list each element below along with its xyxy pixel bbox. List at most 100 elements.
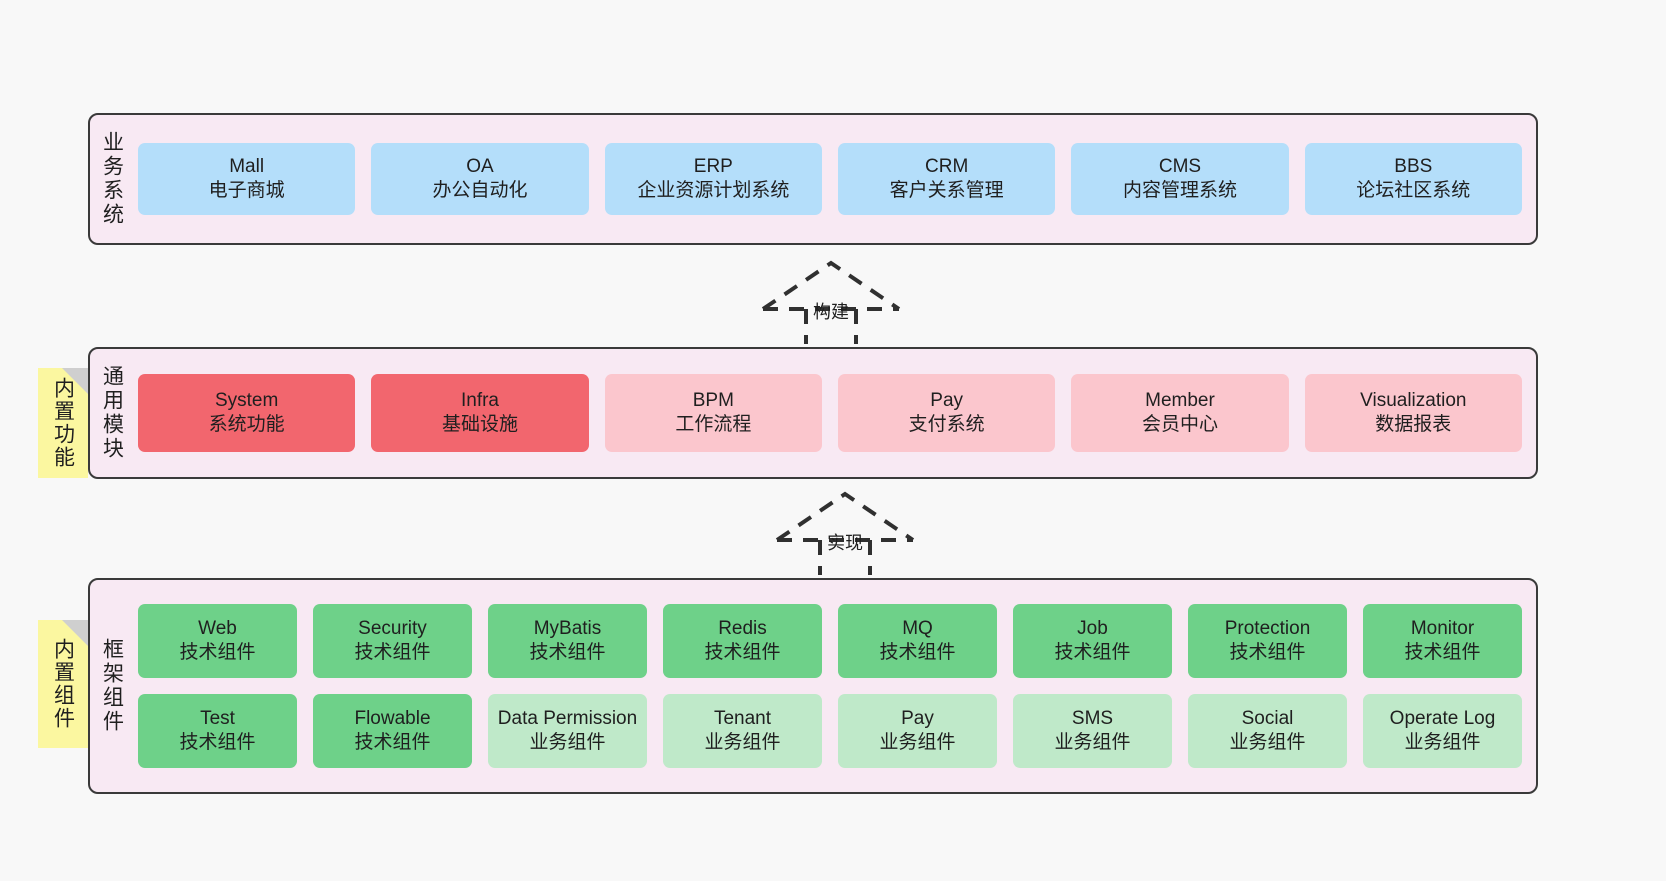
card-subtitle: 论坛社区系统: [1356, 180, 1471, 201]
card-subtitle: 业务组件: [1054, 732, 1131, 753]
card-subtitle: 技术组件: [179, 732, 256, 753]
card-subtitle: 支付系统: [908, 414, 985, 435]
card-title: BBS: [1394, 155, 1433, 177]
card-grid-business-system: Mall 电子商城 OA 办公自动化 ERP 企业资源计划系统 CRM 客户关系…: [134, 115, 1536, 243]
card-grid-common-module: System 系统功能 Infra 基础设施 BPM 工作流程 Pay 支付系统…: [134, 349, 1536, 477]
generalization-arrow-icon: [761, 260, 901, 344]
card-title: CMS: [1158, 155, 1202, 177]
sticky-note-builtin-function: 内置功能: [38, 368, 88, 478]
connector-implement: 实现: [772, 489, 918, 575]
card-title: MyBatis: [533, 617, 602, 639]
card-tenant[interactable]: Tenant 业务组件: [663, 694, 822, 768]
card-oa[interactable]: OA 办公自动化: [371, 143, 589, 215]
card-subtitle: 技术组件: [354, 642, 431, 663]
card-subtitle: 技术组件: [179, 642, 256, 663]
connector-build: 构建: [758, 258, 904, 344]
card-redis[interactable]: Redis 技术组件: [663, 604, 822, 678]
card-title: BPM: [692, 389, 734, 411]
card-subtitle: 电子商城: [208, 180, 285, 201]
card-subtitle: 技术组件: [704, 642, 781, 663]
card-subtitle: 技术组件: [879, 642, 956, 663]
card-flowable[interactable]: Flowable 技术组件: [313, 694, 472, 768]
card-erp[interactable]: ERP 企业资源计划系统: [604, 143, 822, 215]
card-title: Security: [358, 617, 427, 639]
card-title: Job: [1077, 617, 1108, 639]
layer-label-business-system: 业务系统: [100, 131, 124, 227]
card-subtitle: 业务组件: [1229, 732, 1306, 753]
card-bbs[interactable]: BBS 论坛社区系统: [1304, 143, 1522, 215]
card-title: Protection: [1224, 617, 1311, 639]
card-title: MQ: [902, 617, 933, 639]
card-mall[interactable]: Mall 电子商城: [138, 143, 356, 215]
card-title: Infra: [460, 389, 499, 411]
card-sms[interactable]: SMS 业务组件: [1013, 694, 1172, 768]
card-title: OA: [466, 155, 494, 177]
card-title: Social: [1241, 707, 1294, 729]
card-crm[interactable]: CRM 客户关系管理: [837, 143, 1056, 215]
card-title: Member: [1145, 389, 1215, 411]
connector-label-implement: 实现: [827, 533, 863, 553]
card-title: Flowable: [354, 707, 431, 729]
card-title: Pay: [901, 707, 934, 729]
card-mybatis[interactable]: MyBatis 技术组件: [488, 604, 647, 678]
card-subtitle: 会员中心: [1141, 414, 1218, 435]
card-pay[interactable]: Pay 支付系统: [837, 374, 1056, 452]
card-subtitle: 业务组件: [529, 732, 606, 753]
card-subtitle: 技术组件: [1404, 642, 1481, 663]
card-row: Web 技术组件 Security 技术组件 MyBatis 技术组件 Redi…: [138, 604, 1522, 678]
card-title: Visualization: [1360, 389, 1467, 411]
card-subtitle: 内容管理系统: [1122, 180, 1237, 201]
layer-label-framework-component: 框架组件: [100, 638, 124, 734]
card-subtitle: 技术组件: [1054, 642, 1131, 663]
card-subtitle: 办公自动化: [432, 180, 528, 201]
card-test[interactable]: Test 技术组件: [138, 694, 297, 768]
card-web[interactable]: Web 技术组件: [138, 604, 297, 678]
card-subtitle: 技术组件: [1229, 642, 1306, 663]
card-subtitle: 数据报表: [1375, 414, 1452, 435]
card-monitor[interactable]: Monitor 技术组件: [1363, 604, 1522, 678]
card-title: SMS: [1071, 707, 1114, 729]
sticky-note-builtin-component: 内置组件: [38, 620, 88, 748]
card-title: Tenant: [713, 707, 772, 729]
card-title: CRM: [925, 155, 969, 177]
note-fold-corner-icon: [62, 620, 88, 646]
card-subtitle: 企业资源计划系统: [637, 180, 790, 201]
card-cms[interactable]: CMS 内容管理系统: [1071, 143, 1289, 215]
card-row: System 系统功能 Infra 基础设施 BPM 工作流程 Pay 支付系统…: [138, 374, 1522, 452]
card-subtitle: 技术组件: [529, 642, 606, 663]
card-system[interactable]: System 系统功能: [138, 374, 356, 452]
card-title: Redis: [718, 617, 767, 639]
card-data-permission[interactable]: Data Permission 业务组件: [488, 694, 647, 768]
card-title: Data Permission: [497, 707, 638, 729]
card-subtitle: 业务组件: [704, 732, 781, 753]
card-visualization[interactable]: Visualization 数据报表: [1304, 374, 1522, 452]
card-bpm[interactable]: BPM 工作流程: [604, 374, 822, 452]
card-title: Monitor: [1410, 617, 1475, 639]
card-mq[interactable]: MQ 技术组件: [838, 604, 997, 678]
card-operate-log[interactable]: Operate Log 业务组件: [1363, 694, 1522, 768]
card-row: Test 技术组件 Flowable 技术组件 Data Permission …: [138, 694, 1522, 768]
card-member[interactable]: Member 会员中心: [1071, 374, 1289, 452]
layer-framework-component: 框架组件 Web 技术组件 Security 技术组件 MyBatis 技术组件…: [88, 578, 1538, 794]
card-title: Test: [200, 707, 235, 729]
card-subtitle: 基础设施: [441, 414, 518, 435]
connector-label-build: 构建: [813, 302, 849, 322]
card-subtitle: 系统功能: [208, 414, 285, 435]
card-security[interactable]: Security 技术组件: [313, 604, 472, 678]
card-subtitle: 业务组件: [1404, 732, 1481, 753]
card-pay-business[interactable]: Pay 业务组件: [838, 694, 997, 768]
card-infra[interactable]: Infra 基础设施: [371, 374, 589, 452]
card-job[interactable]: Job 技术组件: [1013, 604, 1172, 678]
card-social[interactable]: Social 业务组件: [1188, 694, 1347, 768]
card-protection[interactable]: Protection 技术组件: [1188, 604, 1347, 678]
note-text: 内置组件: [51, 638, 75, 730]
card-title: Operate Log: [1389, 707, 1496, 729]
card-row: Mall 电子商城 OA 办公自动化 ERP 企业资源计划系统 CRM 客户关系…: [138, 143, 1522, 215]
card-subtitle: 业务组件: [879, 732, 956, 753]
card-grid-framework-component: Web 技术组件 Security 技术组件 MyBatis 技术组件 Redi…: [134, 580, 1536, 792]
card-title: Pay: [930, 389, 964, 411]
layer-label-common-module: 通用模块: [100, 365, 124, 461]
card-subtitle: 工作流程: [675, 414, 752, 435]
note-fold-corner-icon: [62, 368, 88, 394]
